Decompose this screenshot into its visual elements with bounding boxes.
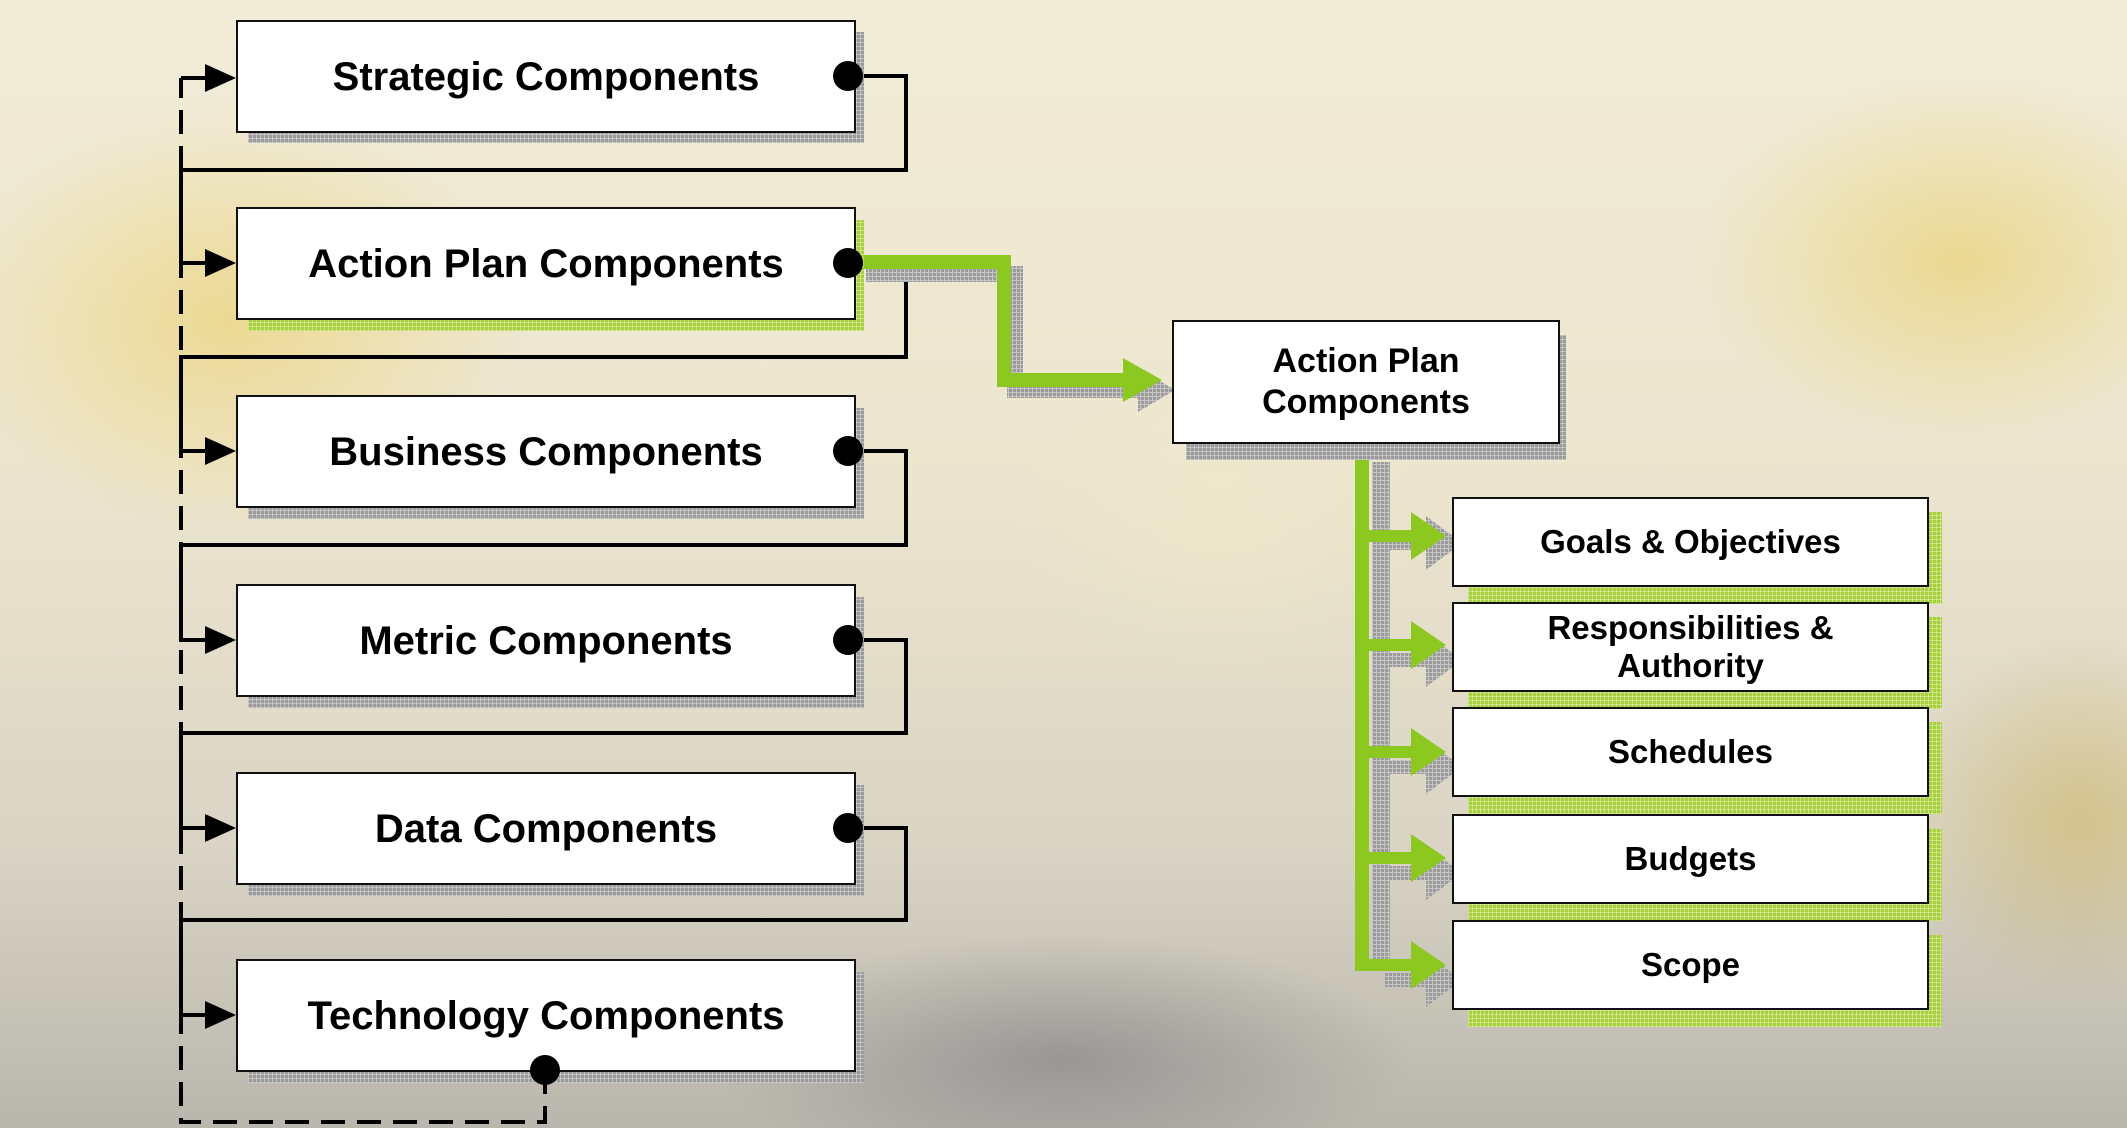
node-label: Metric Components [359, 618, 733, 663]
highlight-arrowhead-main [1123, 358, 1162, 402]
node-label: Action Plan Components [308, 241, 784, 286]
node-label-line2: Components [1262, 383, 1470, 421]
arrowhead-metric [205, 626, 236, 654]
dashed-arrowhead [205, 64, 236, 92]
highlight-route [858, 255, 1369, 970]
arrowhead-data [205, 814, 236, 842]
branch-arrow-scope [1355, 941, 1462, 1007]
connector-business-to-metric [179, 449, 908, 642]
node-label: Strategic Components [332, 54, 760, 99]
arrowhead-business [205, 437, 236, 465]
node-label-line2: Authority [1617, 647, 1764, 684]
node-goals-objectives[interactable]: Goals & Objectives [1452, 497, 1929, 587]
highlight-trunk [1355, 460, 1369, 970]
node-label: Scope [1640, 946, 1741, 984]
arrowhead-action [205, 249, 236, 277]
cascade-connectors [179, 74, 908, 1017]
node-scope[interactable]: Scope [1452, 920, 1929, 1010]
arrowhead-technology [205, 1001, 236, 1029]
node-label: Goals & Objectives [1540, 523, 1841, 561]
node-label: Data Components [374, 806, 718, 851]
node-label: Budgets [1624, 840, 1757, 878]
connector-data-to-technology [179, 826, 908, 1017]
node-action-plan-detail[interactable]: Action Plan Components [1172, 320, 1560, 444]
node-responsibilities-authority[interactable]: Responsibilities & Authority [1452, 602, 1929, 692]
branch-arrow-goals [1369, 512, 1462, 570]
node-business-components[interactable]: Business Components [236, 395, 856, 508]
connector-strategic-to-action [179, 74, 908, 265]
node-budgets[interactable]: Budgets [1452, 814, 1929, 904]
node-label: Schedules [1607, 733, 1774, 771]
node-action-plan-components[interactable]: Action Plan Components [236, 207, 856, 320]
highlight-connector-main [858, 255, 1125, 387]
node-label-line1: Responsibilities & [1547, 609, 1834, 647]
cascade-arrowheads [205, 249, 236, 1029]
node-metric-components[interactable]: Metric Components [236, 584, 856, 697]
connector-metric-to-data [179, 638, 908, 830]
node-label: Technology Components [307, 993, 785, 1038]
branch-arrows [1355, 512, 1462, 1007]
branch-arrow-schedules [1369, 728, 1462, 794]
node-strategic-components[interactable]: Strategic Components [236, 20, 856, 133]
branch-arrow-budgets [1369, 834, 1462, 900]
node-data-components[interactable]: Data Components [236, 772, 856, 885]
branch-arrow-responsibilities [1369, 621, 1462, 687]
node-label: Business Components [329, 429, 763, 474]
node-label-line1: Action Plan [1272, 342, 1460, 381]
node-technology-components[interactable]: Technology Components [236, 959, 856, 1072]
node-schedules[interactable]: Schedules [1452, 707, 1929, 797]
